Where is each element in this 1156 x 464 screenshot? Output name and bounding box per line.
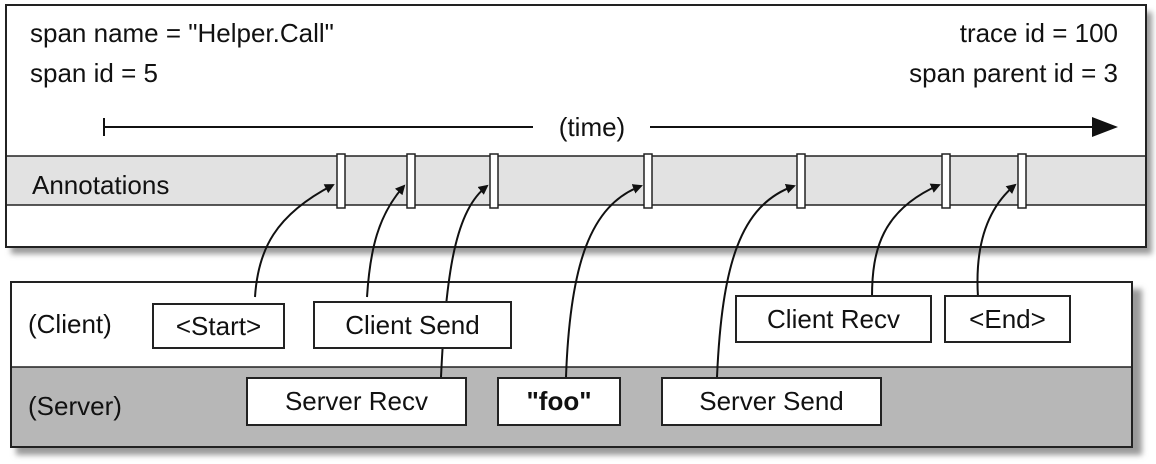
server-box-foo-label: "foo": [526, 386, 591, 416]
client-box-end: <End>: [944, 295, 1071, 343]
client-box-start: <Start>: [152, 303, 285, 349]
span-parent-id-text: span parent id = 3: [909, 58, 1118, 88]
annotations-row-label: Annotations: [32, 170, 169, 200]
span-id-text: span id = 5: [30, 58, 158, 88]
client-box-client-send-label: Client Send: [345, 310, 479, 340]
arrow-client-send: [366, 184, 406, 298]
annotation-marker: [643, 153, 653, 209]
server-box-server-recv: Server Recv: [246, 377, 467, 426]
server-box-foo: "foo": [497, 377, 621, 426]
client-box-client-recv-label: Client Recv: [767, 304, 900, 334]
server-box-server-send-label: Server Send: [699, 386, 844, 416]
annotation-marker: [336, 153, 346, 209]
annotations-band: [7, 156, 1145, 205]
annotation-arrows: [254, 183, 1017, 378]
client-box-client-send: Client Send: [313, 301, 512, 349]
arrow-server-send: [716, 183, 796, 378]
annotation-marker: [1017, 153, 1027, 209]
time-arrowhead: [1092, 117, 1118, 137]
time-axis: (time): [103, 112, 1118, 142]
annotation-marker: [406, 153, 416, 209]
annotation-marker: [489, 153, 499, 209]
client-box-start-label: <Start>: [176, 311, 261, 341]
server-box-server-recv-label: Server Recv: [285, 386, 428, 416]
annotation-marker: [941, 153, 951, 209]
server-box-server-send: Server Send: [661, 377, 882, 426]
arrow-client-recv: [871, 183, 941, 298]
client-box-end-label: <End>: [969, 304, 1046, 334]
trace-id-text: trace id = 100: [960, 18, 1118, 48]
arrow-start: [254, 184, 335, 298]
time-label: (time): [559, 112, 625, 142]
client-row-label: (Client): [28, 309, 112, 339]
annotation-marker: [796, 153, 806, 209]
arrow-end: [976, 183, 1017, 298]
server-row-label: (Server): [28, 391, 122, 421]
client-box-client-recv: Client Recv: [735, 295, 932, 343]
span-name-text: span name = "Helper.Call": [30, 18, 334, 48]
arrow-foo: [565, 184, 643, 378]
